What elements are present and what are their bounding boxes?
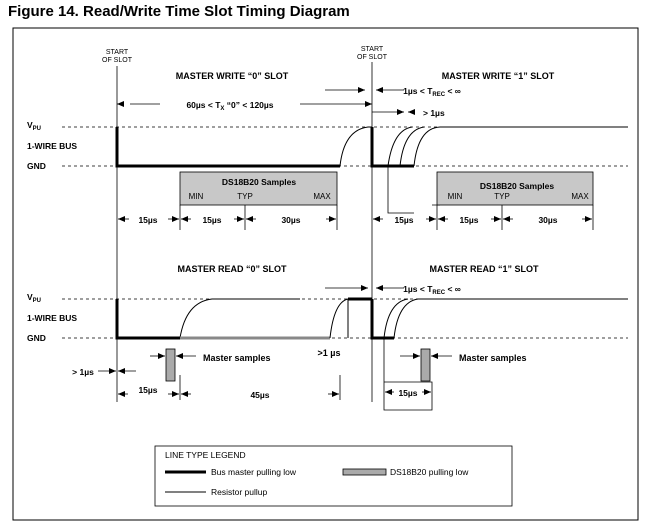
write-interval-labels: 15µs 15µs 30µs 15µs 15µs 30µs — [138, 215, 557, 225]
write0-timing-arrow — [117, 87, 404, 107]
read1-master-low — [370, 299, 394, 340]
figure-title: Figure 14. Read/Write Time Slot Timing D… — [8, 3, 350, 20]
start-label-2-line2: OF SLOT — [357, 54, 388, 61]
legend-ds18b20-label: DS18B20 pulling low — [390, 467, 469, 477]
write1-samples-typ: TYP — [494, 192, 510, 201]
write1-min-gap-label: > 1µs — [423, 108, 445, 118]
read1-interval-box — [383, 338, 433, 411]
start-label-2-line1: START — [361, 46, 384, 53]
write0-samples-typ: TYP — [237, 192, 253, 201]
read1-title: MASTER READ “1” SLOT — [429, 264, 539, 274]
level-reference-lines — [62, 126, 628, 339]
write0-interval-b: 15µs — [202, 215, 221, 225]
write0-master-low — [115, 127, 340, 168]
read0-master-samples-label: Master samples — [203, 353, 271, 363]
level-labels-write: VPU 1-WIRE BUS GND — [27, 120, 77, 171]
bus-label-read: 1-WIRE BUS — [27, 313, 77, 323]
read0-master-samples-marker — [150, 348, 196, 382]
start-of-slot-label: START OF SLOT — [102, 49, 133, 64]
read0-interval-a: 15µs — [138, 385, 157, 395]
write0-samples-min: MIN — [189, 192, 204, 201]
read0-pullup — [179, 298, 300, 339]
write1-interval-b: 15µs — [459, 215, 478, 225]
legend-ds18b20-swatch — [342, 468, 387, 476]
slot-boundaries — [116, 62, 373, 402]
gnd-label-read: GND — [27, 333, 46, 343]
read1-pullups — [383, 298, 628, 339]
write1-title: MASTER WRITE “1” SLOT — [442, 71, 555, 81]
write1-samples-max: MAX — [571, 192, 589, 201]
vpu-label-read: VPU — [27, 292, 41, 304]
legend-pullup-label: Resistor pullup — [211, 487, 267, 497]
read1-timing-label: 1µs < TREC < ∞ — [403, 284, 461, 296]
write0-samples-max: MAX — [313, 192, 331, 201]
write1-samples-title: DS18B20 Samples — [480, 181, 554, 191]
write1-bracket — [387, 166, 440, 214]
start-label-line1: START — [106, 49, 129, 56]
read-interval-labels: > 1µs 15µs 45µs — [72, 367, 270, 400]
write1-interval-a: 15µs — [394, 215, 413, 225]
start-label-line2: OF SLOT — [102, 57, 133, 64]
read1-interval-label: 15µs — [398, 388, 417, 398]
write-interval-ticks — [179, 205, 594, 230]
write0-timing-label: 60µs < TX “0” < 120µs — [186, 100, 273, 112]
write1-timing-label: 1µs < TREC < ∞ — [403, 86, 461, 98]
start-of-slot-label-2: START OF SLOT — [357, 46, 388, 61]
write0-interval-c: 30µs — [281, 215, 300, 225]
legend-master-label: Bus master pulling low — [211, 467, 297, 477]
figure-frame — [12, 27, 639, 521]
write0-interval-a: 15µs — [138, 215, 157, 225]
read0-title: MASTER READ “0” SLOT — [177, 264, 287, 274]
vpu-label: VPU — [27, 120, 41, 132]
legend-title: LINE TYPE LEGEND — [165, 450, 246, 460]
read-interval-arrows — [98, 368, 341, 400]
bus-label: 1-WIRE BUS — [27, 141, 77, 151]
write0-title: MASTER WRITE “0” SLOT — [176, 71, 289, 81]
write1-pullups — [387, 126, 628, 167]
read0-min-low-label: > 1µs — [72, 367, 94, 377]
write1-samples-box: DS18B20 Samples MIN TYP MAX — [436, 171, 594, 206]
write0-samples-box: DS18B20 Samples MIN TYP MAX — [179, 171, 338, 206]
read0-recovery-box — [347, 299, 373, 338]
read1-master-samples-marker — [400, 348, 452, 382]
read0-master-low — [115, 299, 180, 340]
read0-interval-b: 45µs — [250, 390, 269, 400]
read0-recovery-label: >1 µs — [318, 348, 341, 358]
read1-master-samples-label: Master samples — [459, 353, 527, 363]
write1-samples-min: MIN — [448, 192, 463, 201]
read0-pullup-end — [329, 298, 372, 339]
level-labels-read: VPU 1-WIRE BUS GND — [27, 292, 77, 343]
write1-interval-c: 30µs — [538, 215, 557, 225]
line-type-legend: LINE TYPE LEGEND Bus master pulling low … — [154, 445, 513, 507]
gnd-label: GND — [27, 161, 46, 171]
write0-pullup — [339, 126, 372, 167]
write0-samples-title: DS18B20 Samples — [222, 177, 296, 187]
